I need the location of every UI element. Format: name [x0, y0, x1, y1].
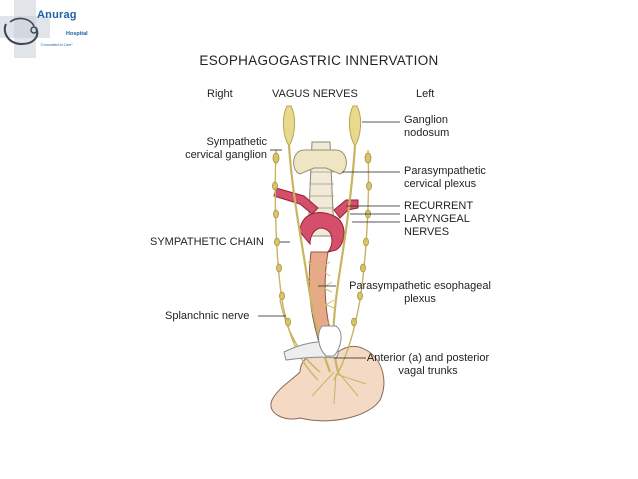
left-vagus-ganglion [348, 105, 362, 147]
thyroid-shape [293, 149, 347, 175]
label-parasympathetic-esophageal-plexus: Parasympathetic esophageal plexus [349, 280, 491, 305]
hospital-logo: Anurag Hospital "Committed to Care" [0, 0, 92, 58]
right-vagus-ganglion [282, 105, 296, 147]
splanchnic-nerve-line [279, 299, 321, 373]
logo-subtitle: Hospital [66, 31, 88, 37]
label-ganglion-nodosum: Ganglion nodosum [404, 114, 450, 139]
header-vagus-nerves: VAGUS NERVES [272, 88, 358, 100]
logo-tagline: "Committed to Care" [40, 43, 73, 47]
logo-name: Anurag [37, 9, 77, 21]
header-right: Right [207, 88, 233, 100]
aortic-arch-shape [299, 212, 345, 253]
label-sympathetic-chain: SYMPATHETIC CHAIN [150, 236, 264, 248]
logo-emblem-icon [0, 0, 50, 58]
label-parasympathetic-cervical-plexus: Parasympathetic cervical plexus [404, 165, 486, 190]
label-recurrent-laryngeal-nerves: RECURRENT LARYNGEAL NERVES [404, 200, 474, 238]
label-vagal-trunks: Anterior (a) and posterior vagal trunks [366, 352, 490, 377]
header-left: Left [416, 88, 435, 100]
label-splanchnic-nerve: Splanchnic nerve [165, 310, 250, 322]
stomach-shape [270, 345, 385, 422]
left-carotid-shape [333, 199, 359, 219]
label-sympathetic-cervical-ganglion: Sympathetic cervical ganglion [185, 136, 267, 161]
diagram-title: ESOPHAGOGASTRIC INNERVATION [199, 53, 439, 68]
